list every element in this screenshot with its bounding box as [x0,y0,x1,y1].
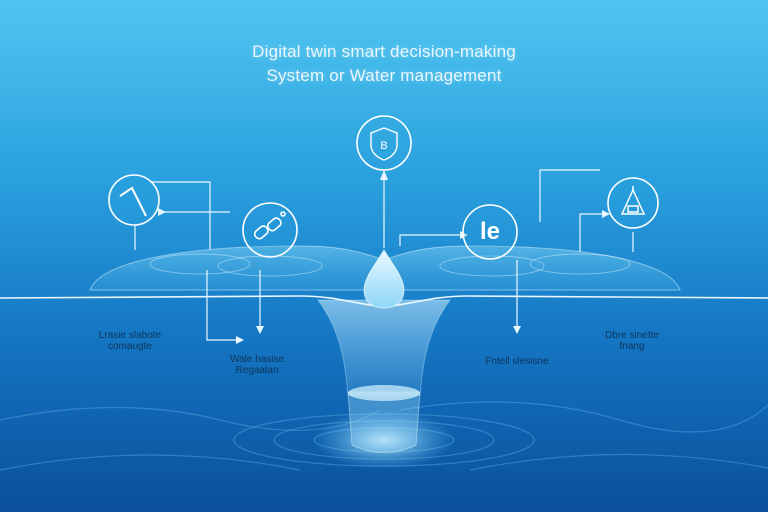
water-drop [363,249,405,309]
funnel [317,299,451,396]
label-right-outer: Dbre sinette fnang [577,330,687,352]
label-left-outer: Lrasie slabote comaugte [75,330,185,352]
node-left-outer[interactable] [108,174,160,226]
chain-link-icon [253,211,286,240]
triangle-structure-icon [620,186,646,215]
node-right-outer[interactable] [607,177,659,229]
diagram-title-line-1: Digital twin smart decision-making [252,42,516,61]
label-right-inner: Fntell slesisne [462,356,572,367]
diagram-title-line-2: System or Water management [266,66,502,85]
shield-glyph: B [380,140,387,152]
node-center-top[interactable]: B [356,115,412,171]
label-left-inner: Wale hasise Regaalan [202,354,312,376]
arrowheads [158,170,610,344]
platform-ripples [149,253,631,277]
connectors [134,169,634,341]
node-right-inner[interactable] [462,204,518,260]
funnel-base-glow [314,410,454,470]
right-inner-node-text: le [479,218,500,245]
node-left-inner[interactable] [242,202,298,258]
label-right-outer-line-1: Dbre sinette [605,330,659,341]
label-left-inner-line-1: Wale hasise [229,354,285,365]
shield-b-icon [370,127,398,161]
label-left-inner-line-2: Regaalan [235,365,279,376]
funnel-cup-rim [348,385,420,401]
label-left-outer-line-2: comaugte [108,341,152,352]
label-left-outer-line-1: Lrasie slabote [98,330,162,341]
funnel-cup [347,391,421,453]
label-right-outer-line-2: fnang [619,341,645,352]
gauge-needle-icon [119,186,147,217]
label-right-inner-line-1: Fntell slesisne [485,356,549,367]
